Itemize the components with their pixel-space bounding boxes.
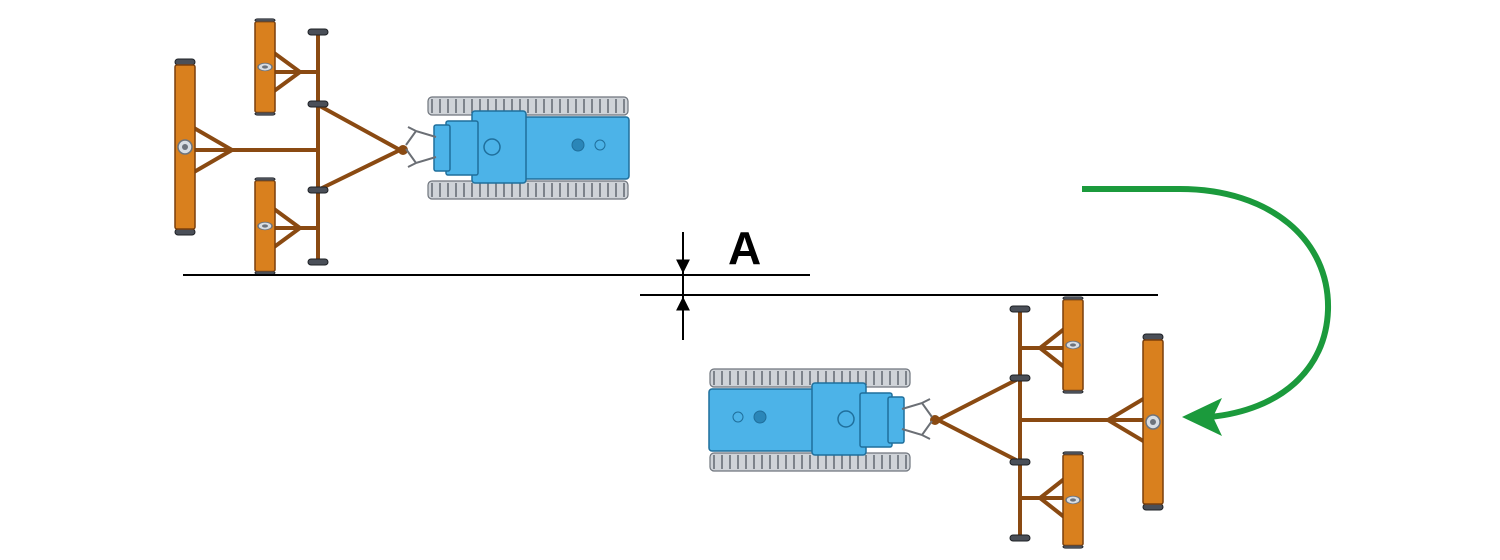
upper-tractor-assembly — [174, 17, 630, 276]
roller-harrow-icon — [254, 176, 276, 276]
offset-dimension: A — [183, 222, 1158, 340]
dimension-label-a: A — [728, 222, 761, 274]
crawler-tractor-icon — [708, 368, 933, 472]
upper-harrow-frame — [192, 28, 408, 266]
roller-harrow-icon — [1062, 295, 1084, 395]
roller-harrow-icon — [174, 58, 196, 236]
crawler-tractor-icon — [405, 96, 630, 200]
lower-harrow-frame — [930, 305, 1147, 542]
turn-arrow-icon — [1082, 186, 1332, 436]
roller-harrow-icon — [254, 17, 276, 117]
lower-tractor-assembly — [708, 295, 1164, 550]
roller-harrow-icon — [1062, 450, 1084, 550]
roller-harrow-icon — [1142, 333, 1164, 511]
